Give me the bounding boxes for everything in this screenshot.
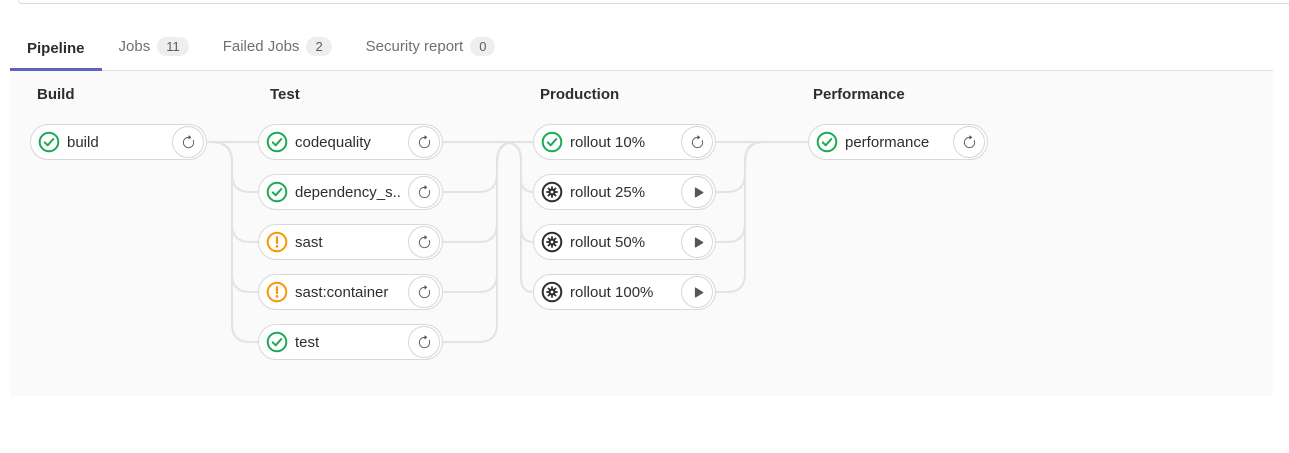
failed-jobs-count-badge: 2 (306, 37, 332, 56)
manual-status-icon (541, 231, 563, 253)
job-pill-rollout-10[interactable]: rollout 10% (533, 124, 716, 160)
pipeline-tabbar: Pipeline Jobs 11 Failed Jobs 2 Security … (10, 0, 1273, 71)
tab-label: Pipeline (27, 40, 85, 57)
job-pill-rollout-100[interactable]: rollout 100% (533, 274, 716, 310)
job-label: build (67, 133, 99, 151)
job-pill-rollout-25[interactable]: rollout 25% (533, 174, 716, 210)
job-label: dependency_s... (295, 183, 402, 201)
tab-failed-jobs[interactable]: Failed Jobs 2 (206, 22, 349, 70)
retry-button[interactable] (408, 276, 440, 308)
tab-jobs[interactable]: Jobs 11 (102, 22, 206, 70)
warning-status-icon (266, 281, 288, 303)
retry-button[interactable] (408, 326, 440, 358)
success-status-icon (266, 181, 288, 203)
job-label: performance (845, 133, 930, 151)
retry-button[interactable] (953, 126, 985, 158)
play-button[interactable] (681, 276, 713, 308)
play-button[interactable] (681, 226, 713, 258)
retry-button[interactable] (408, 226, 440, 258)
warning-status-icon (266, 231, 288, 253)
stage-title-performance: Performance (813, 86, 905, 103)
success-status-icon (541, 131, 563, 153)
stage-title-production: Production (540, 86, 620, 103)
job-pill-build[interactable]: build (30, 124, 207, 160)
job-pill-sast[interactable]: sast (258, 224, 443, 260)
success-status-icon (266, 331, 288, 353)
job-label: rollout 25% (570, 183, 646, 201)
success-status-icon (816, 131, 838, 153)
security-report-count-badge: 0 (470, 37, 496, 56)
job-pill-performance[interactable]: performance (808, 124, 988, 160)
success-status-icon (38, 131, 60, 153)
manual-status-icon (541, 281, 563, 303)
stage-title-test: Test (270, 86, 300, 103)
retry-button[interactable] (408, 176, 440, 208)
retry-button[interactable] (172, 126, 204, 158)
job-label: rollout 10% (570, 133, 646, 151)
job-pill-codequality[interactable]: codequality (258, 124, 443, 160)
stage-title-build: Build (37, 86, 75, 103)
job-label: test (295, 333, 320, 351)
job-label: codequality (295, 133, 371, 151)
tab-security-report[interactable]: Security report 0 (349, 22, 513, 70)
job-pill-rollout-50[interactable]: rollout 50% (533, 224, 716, 260)
retry-button[interactable] (681, 126, 713, 158)
retry-button[interactable] (408, 126, 440, 158)
pipeline-connectors (207, 141, 808, 343)
pipeline-graph: Build Test Production Performance build … (10, 71, 1273, 396)
play-button[interactable] (681, 176, 713, 208)
tab-label: Jobs (118, 38, 151, 55)
job-pill-dependency-scanning[interactable]: dependency_s... (258, 174, 443, 210)
job-label: rollout 50% (570, 233, 646, 251)
tab-pipeline[interactable]: Pipeline (10, 25, 102, 71)
job-label: rollout 100% (570, 283, 654, 301)
tab-label: Security report (365, 38, 464, 55)
success-status-icon (266, 131, 288, 153)
job-pill-sast-container[interactable]: sast:container (258, 274, 443, 310)
job-label: sast (295, 233, 323, 251)
job-pill-test[interactable]: test (258, 324, 443, 360)
manual-status-icon (541, 181, 563, 203)
jobs-count-badge: 11 (157, 37, 189, 56)
panel-above-bottom-edge (18, 0, 1289, 4)
job-label: sast:container (295, 283, 389, 301)
tab-label: Failed Jobs (222, 38, 300, 55)
